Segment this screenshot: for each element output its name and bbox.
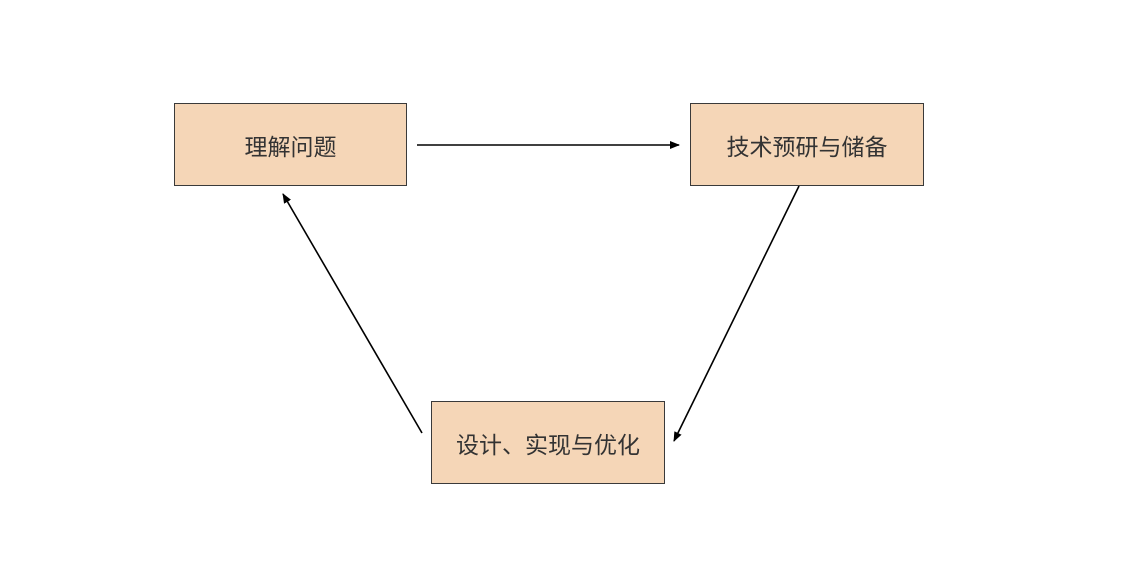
- edge-design-to-understand: [282, 193, 423, 434]
- edge-research-to-design: [673, 185, 800, 442]
- node-design-implement-label: 设计、实现与优化: [456, 432, 640, 459]
- node-understand-problem: 理解问题: [174, 103, 407, 186]
- node-tech-research: 技术预研与储备: [690, 103, 924, 186]
- node-tech-research-label: 技术预研与储备: [726, 134, 888, 161]
- node-design-implement: 设计、实现与优化: [431, 401, 665, 484]
- node-understand-problem-label: 理解问题: [244, 134, 337, 161]
